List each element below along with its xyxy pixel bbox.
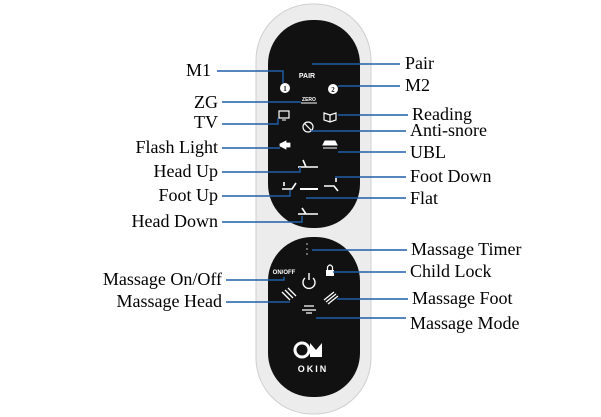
massage-foot-icon [323,291,339,305]
massage-mode-button[interactable] [302,305,316,314]
timer-icon [306,243,308,255]
label-reading: Reading [412,104,472,124]
leader-tv [222,118,279,125]
pair-button[interactable]: PAIR [299,73,315,80]
label-flash-light: Flash Light [135,137,218,157]
label-m1: M1 [186,60,211,80]
label-massage-foot: Massage Foot [412,288,513,308]
head-down-bed-icon [298,207,318,215]
massage-mode-icon [302,305,316,314]
label-m2: M2 [405,75,430,95]
massage-timer-button[interactable] [306,243,308,255]
book-icon [323,112,337,123]
label-head-up: Head Up [154,161,218,181]
label-massage-on-off: Massage On/Off [103,269,222,289]
okin-logo-text: OKIN [298,364,329,374]
tv-icon [278,110,290,119]
label-massage-mode: Massage Mode [410,313,519,333]
ubl-button[interactable] [322,140,338,149]
massage-foot-button[interactable] [323,291,339,305]
leader-m1 [217,70,284,83]
power-icon [302,277,316,290]
child-lock-button[interactable] [326,264,334,276]
lock-icon [326,270,334,276]
flashlight-button[interactable] [279,140,291,150]
label-foot-down: Foot Down [410,166,492,186]
label-massage-head: Massage Head [117,291,222,311]
label-anti-snore: Anti-snore [410,120,487,140]
flashlight-icon [279,140,291,150]
foot-up-button[interactable] [282,182,297,190]
okin-logo: OKIN [293,341,329,374]
right-labels: Pair M2 Reading Anti-snore UBL Foot Down… [405,53,522,333]
remote-upper-panel [268,20,360,228]
label-flat: Flat [410,188,438,208]
leader-lines [217,63,408,319]
remote-lower-panel [268,237,360,397]
label-tv: TV [194,112,218,132]
okin-logo-icon [293,341,311,359]
under-bed-light-icon [322,140,338,149]
leader-head-down [222,216,303,223]
m1-button-label: 1 [283,85,287,93]
label-head-down: Head Down [132,211,218,231]
label-child-lock: Child Lock [410,261,492,281]
label-massage-timer: Massage Timer [411,239,522,259]
anti-snore-button[interactable] [302,121,314,133]
leader-head-up [222,167,301,173]
m1-button[interactable]: 1 [280,83,290,93]
leader-foot-up [222,190,291,197]
reading-button[interactable] [323,112,337,123]
label-zg: ZG [194,92,218,112]
foot-down-bed-icon [324,178,339,192]
no-snore-icon [302,121,314,133]
label-foot-up: Foot Up [158,185,218,205]
power-timer-button[interactable] [302,273,316,290]
number-two-circle-icon [328,84,338,94]
lower-buttons: ON/OFF OKIN [273,243,339,374]
massage-head-button[interactable] [281,287,297,301]
label-ubl: UBL [410,142,446,162]
m2-button[interactable]: 2 [328,84,338,94]
remote-body [255,3,372,415]
foot-down-button[interactable] [324,178,339,192]
tv-button[interactable] [278,110,290,121]
leader-massage-on-off [226,277,285,281]
number-one-circle-icon [280,83,290,93]
head-down-button[interactable] [298,207,318,215]
on-off-button[interactable]: ON/OFF [273,270,296,276]
massage-head-icon [281,287,297,301]
foot-up-bed-icon [282,182,297,190]
zero-gravity-icon: ZERO [302,97,316,103]
left-labels: M1 ZG TV Flash Light Head Up Foot Up Hea… [103,60,222,311]
m2-button-label: 2 [331,86,335,94]
upper-buttons: PAIR 1 2 ZERO [278,73,339,215]
label-pair: Pair [405,53,434,73]
zg-button[interactable]: ZERO [301,97,317,104]
